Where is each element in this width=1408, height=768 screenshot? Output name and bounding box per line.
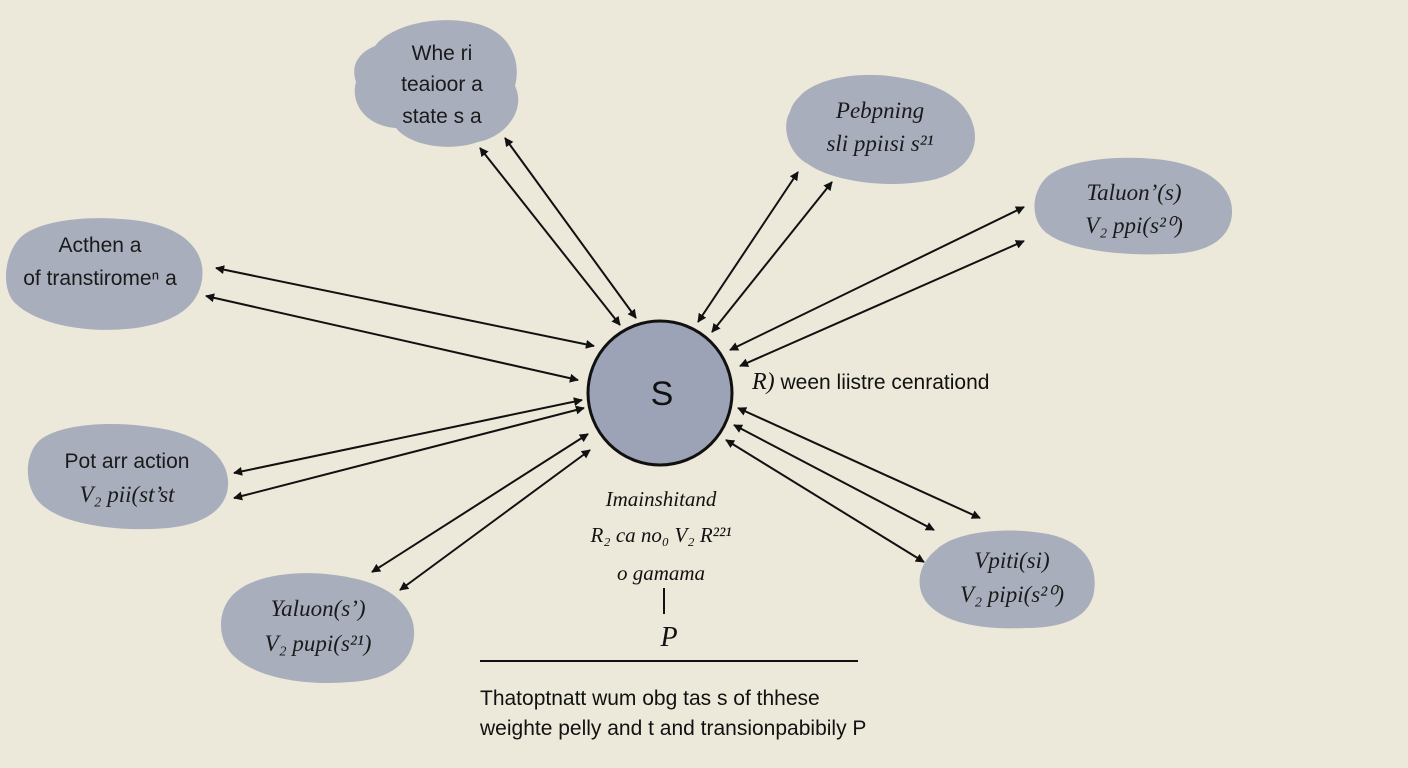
side-label-prefix: R) xyxy=(751,369,775,395)
cloud-line: Acthen a xyxy=(59,234,142,257)
cloud-shape xyxy=(27,424,229,530)
side-label-text: ween liistre cenrationd xyxy=(775,371,990,394)
cloud-line: Taluon’(s) xyxy=(1087,180,1182,205)
cloud-node-top: Whe ri teaioor a state s a xyxy=(354,20,519,147)
arrow-right-upper-2 xyxy=(739,240,1025,367)
arrow-right-lower-3 xyxy=(725,439,925,563)
cloud-line: Vpiti(si) xyxy=(974,548,1049,573)
cloud-line: teaioor a xyxy=(401,73,483,96)
annotation-line-2: R₂ ca no₀ V₂ R²²¹ xyxy=(589,523,731,547)
cloud-node-top-right: Pebpning sli ppiısi s²¹ xyxy=(786,74,975,184)
arrow-bottom-left-2 xyxy=(399,449,591,591)
cloud-shape xyxy=(5,218,203,330)
annotation-line-3: o gamama xyxy=(617,561,705,585)
arrow-right-lower-2 xyxy=(733,424,935,531)
arrow-left-middle-2 xyxy=(233,405,585,501)
arrow-left-upper-1 xyxy=(215,265,595,349)
cloud-shape xyxy=(354,20,519,147)
cloud-line: V₂ pipi(s²⁰) xyxy=(960,582,1064,607)
center-node: S xyxy=(586,319,734,467)
cloud-line: Pebpning xyxy=(835,98,924,123)
cloud-line: V₂ pupi(s²¹) xyxy=(265,631,372,656)
caption-line-1: Thatoptnatt wum obg tas s of thhese xyxy=(480,687,820,710)
cloud-line: of transtiromeⁿ a xyxy=(23,267,177,290)
arrow-left-middle-1 xyxy=(233,397,583,476)
center-circle xyxy=(586,319,734,467)
cloud-node-bottom-left: Yaluon(s’) V₂ pupi(s²¹) xyxy=(221,573,415,683)
arrow-left-upper-2 xyxy=(205,293,579,383)
cloud-line: V₂ ppi(s²⁰) xyxy=(1085,213,1183,238)
cloud-line: state s a xyxy=(402,105,482,128)
cloud-line: Pot arr action xyxy=(65,450,190,473)
cloud-line: V₂ pii(st’st xyxy=(79,482,175,507)
cloud-shape xyxy=(221,573,415,683)
cloud-node-right-upper: Taluon’(s) V₂ ppi(s²⁰) xyxy=(1034,157,1233,255)
cloud-shape xyxy=(786,74,975,184)
center-side-label: R) ween liistre cenrationd xyxy=(751,369,989,395)
caption-line-2: weighte pelly and t and transionpabibily… xyxy=(479,717,866,740)
cloud-node-left-middle: Pot arr action V₂ pii(st’st xyxy=(27,424,229,530)
arrow-top-right-1 xyxy=(697,171,799,323)
arrow-top-2 xyxy=(504,137,637,319)
cloud-line: Yaluon(s’) xyxy=(271,596,366,621)
cloud-node-left-upper: Acthen a of transtiromeⁿ a xyxy=(5,218,203,330)
arrows xyxy=(205,137,1025,591)
cloud-shape xyxy=(1034,157,1233,255)
arrow-top-1 xyxy=(479,147,621,326)
cloud-shape xyxy=(919,530,1095,629)
cloud-line: Whe ri xyxy=(412,42,473,65)
cloud-node-right-lower: Vpiti(si) V₂ pipi(s²⁰) xyxy=(919,530,1095,629)
arrow-right-lower-1 xyxy=(737,407,981,519)
arrow-right-upper-1 xyxy=(729,206,1025,351)
p-label: P xyxy=(659,622,677,653)
center-node-label: S xyxy=(651,375,674,413)
annotation-line-1: Imainshitand xyxy=(605,487,717,511)
cloud-line: sli ppiısi s²¹ xyxy=(826,131,933,156)
